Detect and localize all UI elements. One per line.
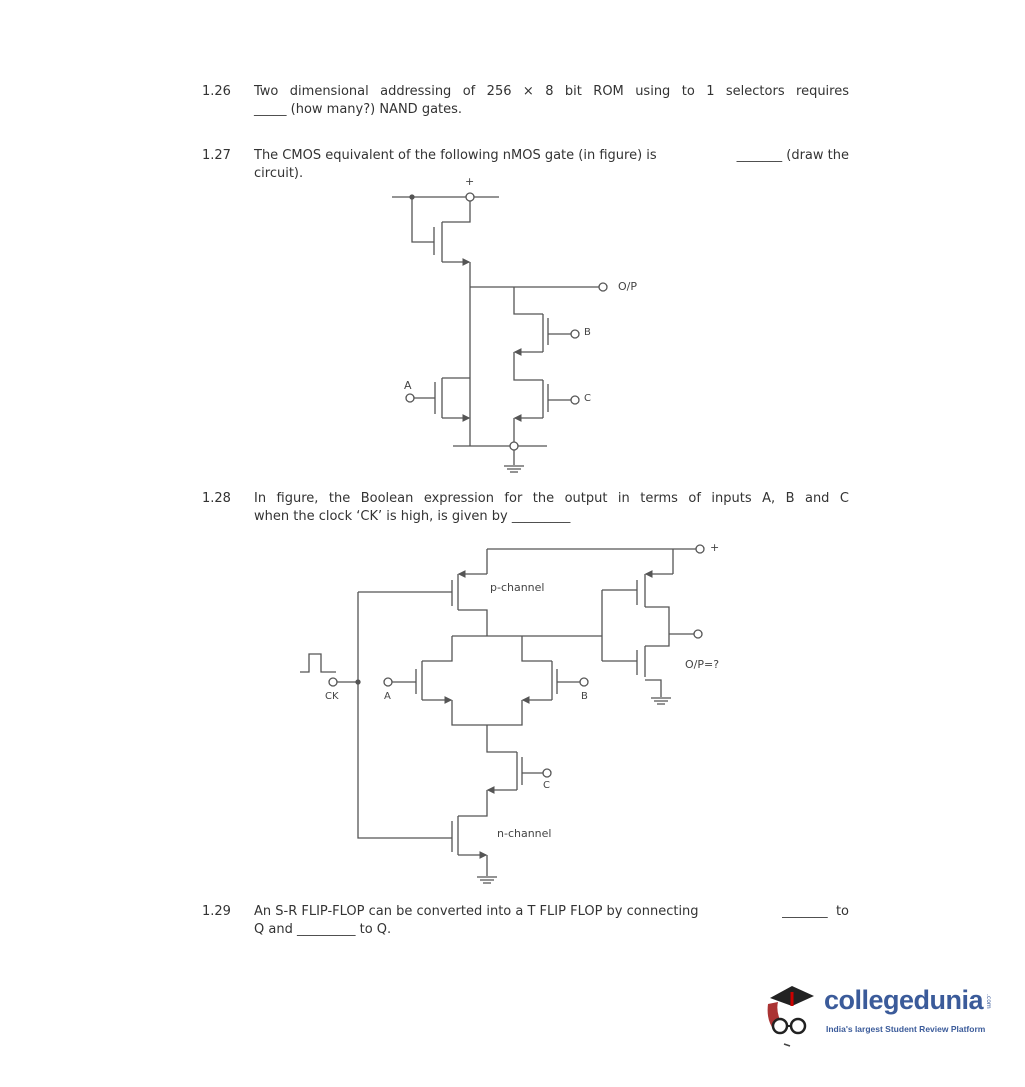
question-text-line2: when the clock ‘CK’ is high, is given by [254,509,508,524]
input-c-label: C [543,780,550,791]
input-a-label: A [384,691,391,702]
question-text: In figure, the Boolean expression for th… [254,491,849,506]
answer-blank: _______ [782,904,828,919]
question-text-line2: circuit). [254,166,304,181]
output-label: O/P=? [685,658,720,671]
question-text: An S-R FLIP-FLOP can be converted into a… [254,904,849,919]
question-text: when the clock ‘CK’ is high, is given by… [254,509,570,524]
logo-dotcom: .com [985,994,993,1009]
input-b-label: B [581,691,588,702]
vdd-label: + [465,175,475,188]
answer-blank: _________ [296,922,356,937]
nmos-gate-figure [392,192,608,473]
question-text-line2: Q and _________ to Q. [254,922,391,937]
vdd-label: + [710,541,720,554]
question-text-line2: (how many?) NAND gates. [290,102,463,117]
question-number: 1.28 [202,491,231,506]
answer-blank: _______ [736,148,783,163]
logo-wordmark: collegedunia .com [824,984,992,1016]
question-text: _____ (how many?) NAND gates. [254,102,462,117]
question-text-part: to Q. [359,922,392,937]
answer-blank: _________ [511,509,571,524]
question-number: 1.26 [202,84,231,99]
logo-brand: collegedunia [824,985,984,1015]
output-label: O/P [618,280,637,293]
question-text-part: (draw the [786,148,849,163]
input-a-label: A [404,379,412,392]
question-text-part: Q and [254,922,293,937]
p-channel-label: p-channel [490,581,545,594]
question-text-part: to [835,904,849,919]
domino-logic-figure [300,544,705,884]
mascot-icon [767,986,814,1047]
input-c-label: C [584,393,591,404]
answer-blank: _____ [254,102,287,117]
question-text: The CMOS equivalent of the following nMO… [254,148,849,163]
collegedunia-logo: collegedunia .com India's largest Studen… [762,980,1017,1050]
input-b-label: B [584,327,591,338]
logo-tagline: India's largest Student Review Platform [826,1024,986,1034]
question-number: 1.27 [202,148,231,163]
question-number: 1.29 [202,904,231,919]
clock-label: CK [325,691,339,702]
question-text-part: The CMOS equivalent of the following nMO… [254,148,657,163]
n-channel-label: n-channel [497,827,552,840]
question-text: Two dimensional addressing of 256 × 8 bi… [254,84,849,99]
question-text-part: An S-R FLIP-FLOP can be converted into a… [254,904,699,919]
